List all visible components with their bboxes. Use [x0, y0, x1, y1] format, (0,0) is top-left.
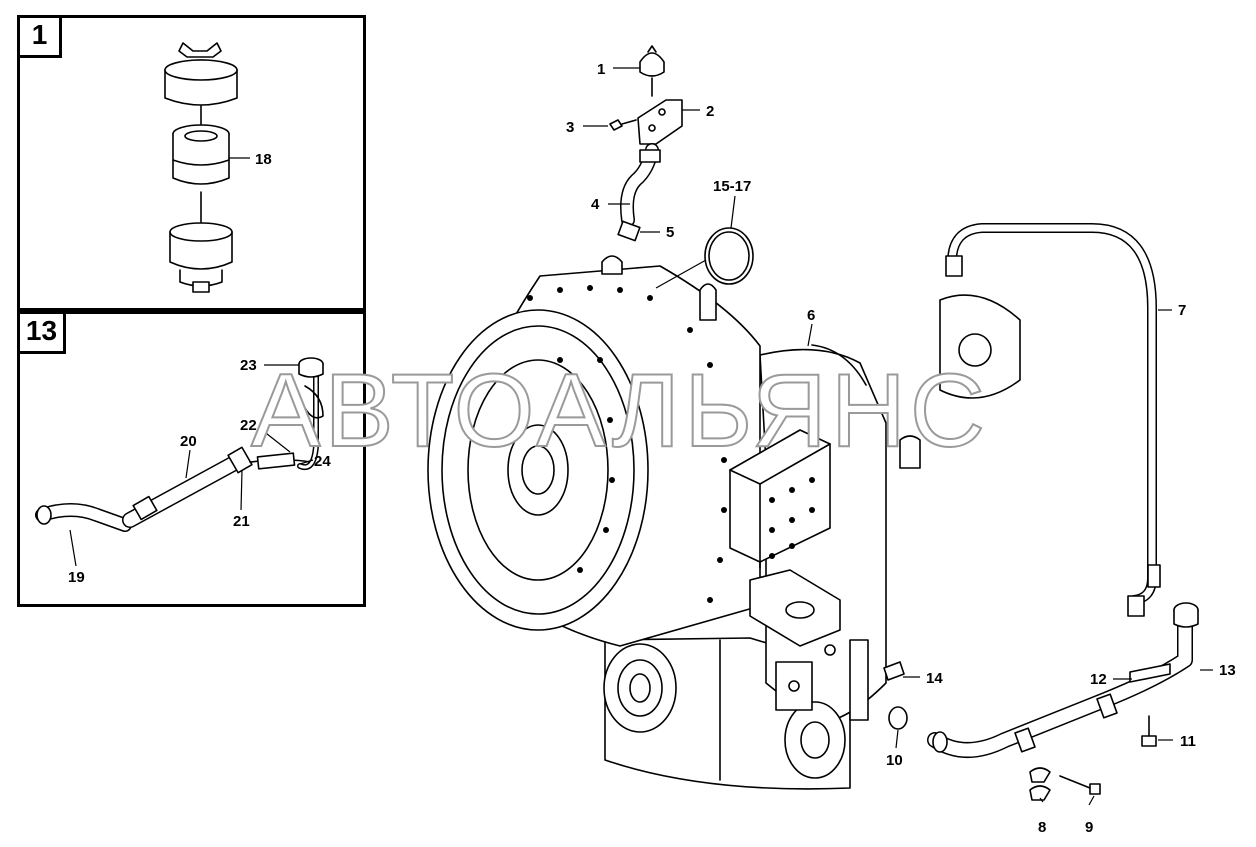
leader-lines — [69, 67, 1213, 806]
tube-bolt-part — [1141, 715, 1157, 747]
callout-19: 19 — [68, 569, 85, 586]
dipstick-cap-part — [639, 45, 665, 97]
transmission-housing — [427, 255, 1021, 790]
callout-3: 3 — [566, 119, 574, 136]
callout-21: 21 — [233, 513, 250, 530]
callout-14: 14 — [926, 670, 943, 687]
clamp-bolt-part — [1059, 775, 1101, 795]
callout-9: 9 — [1085, 819, 1093, 836]
callout-2: 2 — [706, 103, 714, 120]
filter-element-part — [172, 124, 230, 185]
bracket-bolt-part — [609, 119, 637, 131]
callout-23: 23 — [240, 357, 257, 374]
callout-4: 4 — [591, 196, 600, 213]
callout-22: 22 — [240, 417, 257, 434]
callout-labels: 1 2 3 4 5 15-17 6 7 8 9 10 11 12 13 14 1… — [68, 61, 1236, 836]
seal-washer-part — [888, 706, 908, 730]
mounting-bracket-part — [637, 99, 683, 145]
callout-11: 11 — [1180, 733, 1196, 750]
callout-10: 10 — [886, 752, 903, 769]
inset-13-label: 13 — [20, 314, 66, 354]
callout-18: 18 — [255, 151, 272, 168]
breather-base-part — [169, 191, 233, 293]
clamp-part — [1029, 767, 1051, 801]
callout-24: 24 — [314, 453, 331, 470]
callout-7: 7 — [1178, 302, 1186, 319]
callout-5: 5 — [666, 224, 674, 241]
sensor-fitting-part — [824, 644, 905, 681]
callout-13: 13 — [1219, 662, 1236, 679]
oil-tube-assembly-part — [927, 602, 1199, 758]
callout-12: 12 — [1090, 671, 1107, 688]
o-ring-part — [704, 227, 754, 285]
callout-15-17: 15-17 — [713, 178, 751, 195]
callout-6: 6 — [807, 307, 815, 324]
breather-hose-part — [617, 143, 661, 242]
callout-8: 8 — [1038, 819, 1046, 836]
breather-cap-part — [164, 42, 238, 127]
callout-20: 20 — [180, 433, 197, 450]
inset-1-label: 1 — [20, 18, 62, 58]
hose-assembly-part — [945, 223, 1161, 617]
callout-1: 1 — [597, 61, 605, 78]
